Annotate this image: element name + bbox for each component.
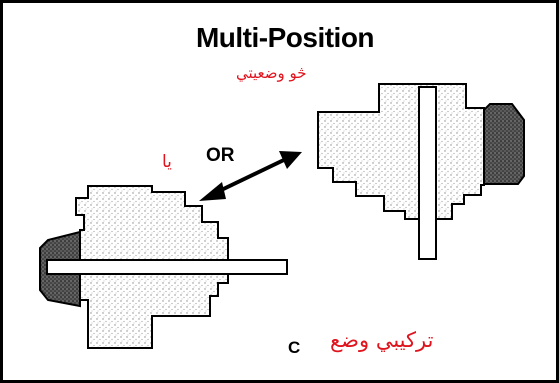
annotation-multi-position: څو وضعیتي (236, 64, 307, 82)
gearbox-horizontal-shaft (46, 259, 288, 275)
gearbox-vertical-end-cap (483, 103, 525, 185)
figure-label: C (288, 338, 301, 357)
gearbox-vertical-body (317, 83, 485, 220)
double-arrow-icon (199, 151, 302, 201)
diagram-title: Multi-Position (195, 22, 375, 53)
gearbox-vertical-mount (317, 83, 525, 260)
gearbox-horizontal-mount (39, 185, 288, 349)
annotation-or-translation: یا (162, 152, 172, 172)
annotation-mounting-position: ترکیبي وضع (330, 328, 434, 352)
gearbox-vertical-shaft (418, 86, 437, 260)
or-label: OR (206, 145, 235, 166)
